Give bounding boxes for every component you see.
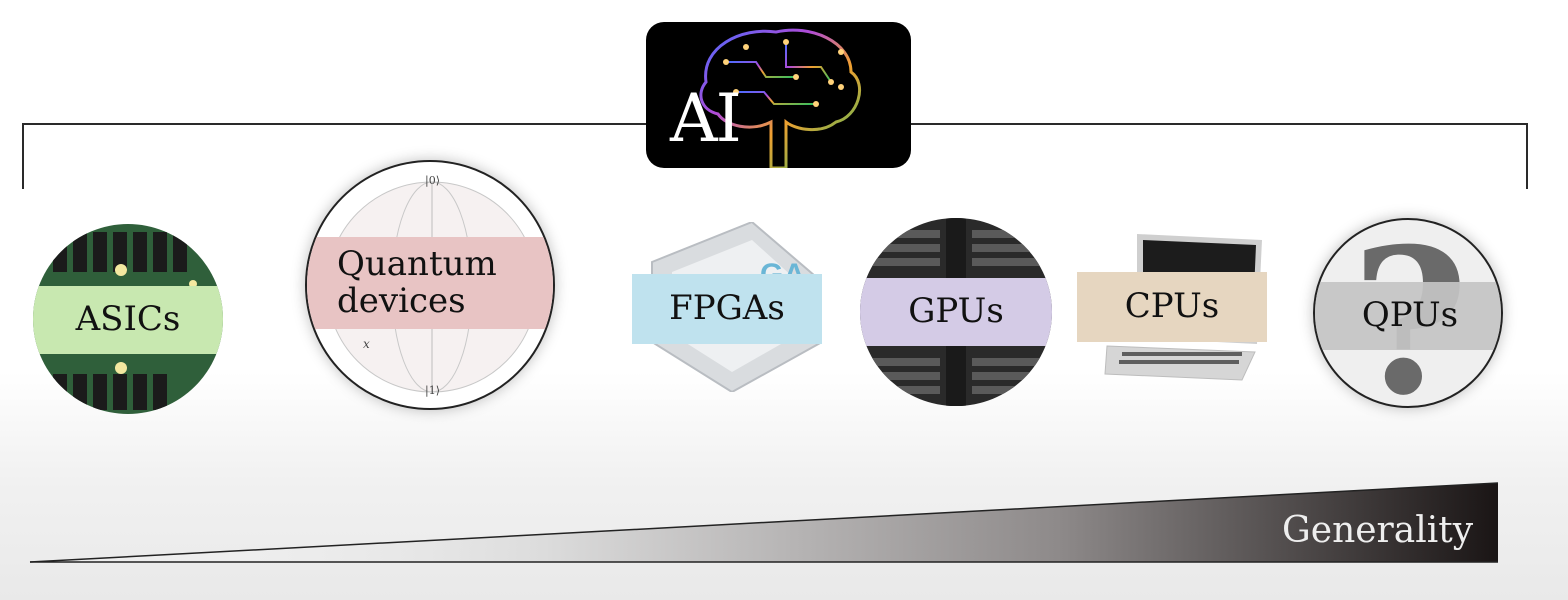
asics-circle: ASICs — [33, 224, 223, 414]
cpus-group: CPUs — [1077, 234, 1267, 384]
brain-circuit-icon — [699, 28, 862, 168]
ai-title: AI — [670, 80, 742, 157]
qpus-label: QPUs — [1361, 295, 1459, 336]
quantum-devices-label-line2: devices — [337, 281, 466, 321]
cpus-label-band: CPUs — [1077, 272, 1267, 342]
fpgas-group: GA FPGAs — [632, 222, 822, 392]
quantum-devices-circle: |0⟩ |1⟩ x Quantum devices — [305, 160, 555, 410]
qpus-label-band: QPUs — [1315, 282, 1501, 350]
gpus-circle: GPUs — [860, 218, 1052, 406]
gpus-label: GPUs — [908, 291, 1004, 332]
gpus-label-band: GPUs — [860, 278, 1052, 346]
ket-zero-label: |0⟩ — [425, 174, 440, 188]
ket-one-label: |1⟩ — [425, 384, 440, 398]
fpgas-label: FPGAs — [669, 288, 785, 329]
cpus-label: CPUs — [1124, 286, 1220, 327]
asics-label: ASICs — [75, 299, 181, 340]
generality-label: Generality — [1282, 510, 1474, 551]
ai-banner: AI — [646, 22, 911, 168]
quantum-devices-label-band: Quantum devices — [307, 237, 553, 329]
x-axis-label: x — [363, 337, 370, 351]
qpus-circle: ? QPUs — [1313, 218, 1503, 408]
asics-label-band: ASICs — [33, 286, 223, 354]
quantum-devices-label-line1: Quantum — [337, 243, 497, 284]
fpgas-label-band: FPGAs — [632, 274, 822, 344]
